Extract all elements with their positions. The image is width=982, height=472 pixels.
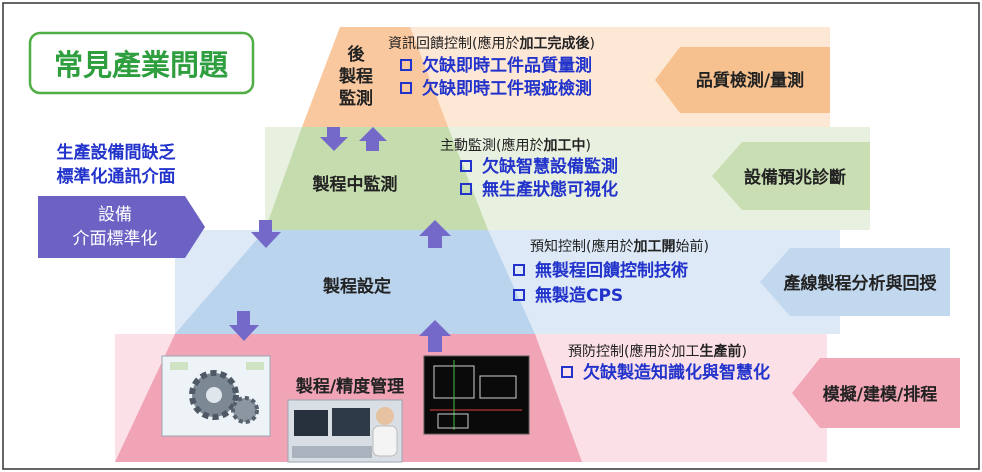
level0-header-suffix: ) bbox=[589, 36, 594, 52]
level2-header: 預知控制(應用於加工開始前) bbox=[530, 238, 709, 255]
solution-simulation-label: 模擬/建模/排程 bbox=[823, 384, 937, 405]
level1-header-suffix: ) bbox=[585, 138, 590, 154]
level2-item: 無製造CPS bbox=[535, 285, 623, 306]
title-box bbox=[28, 31, 255, 95]
checkbox-icon bbox=[460, 160, 472, 172]
pyramid-layer-3 bbox=[175, 230, 535, 334]
photo-callout bbox=[170, 362, 188, 370]
solution-arrow-quality bbox=[655, 47, 830, 113]
cad-photo-frame bbox=[423, 355, 530, 435]
arrow-down-icon bbox=[320, 127, 348, 151]
solution-diagnosis-label: 設備預兆診斷 bbox=[744, 167, 846, 188]
cad-outline bbox=[479, 375, 517, 399]
left-solution-arrow bbox=[38, 196, 205, 258]
person-body bbox=[372, 425, 398, 457]
level1-items: 欠缺智慧設備監測 無生產狀態可視化 bbox=[460, 156, 618, 200]
checkbox-icon bbox=[460, 183, 472, 195]
left-note-line1: 生產設備間缺乏 bbox=[57, 142, 176, 163]
level2-header-bold: 加工開 bbox=[632, 239, 675, 255]
solution-analysis-label: 產線製程分析與回授 bbox=[784, 273, 938, 294]
checkbox-icon bbox=[513, 289, 525, 301]
checkbox-icon bbox=[561, 366, 573, 378]
pyramid-top-layer bbox=[302, 27, 448, 127]
pyramid-layer-2 bbox=[265, 127, 488, 230]
solution-quality-label: 品質檢測/量測 bbox=[696, 70, 804, 91]
level3-header-suffix: ) bbox=[741, 344, 746, 360]
arrow-up-icon bbox=[419, 320, 451, 352]
level0-item: 欠缺即時工件品質量測 bbox=[422, 55, 592, 76]
monitor-icon bbox=[332, 408, 370, 436]
level0-label-line3: 監測 bbox=[339, 88, 373, 109]
left-note-line2: 標準化通訊介面 bbox=[57, 166, 176, 187]
cad-outline bbox=[437, 413, 469, 429]
level0-header: 資訊回饋控制(應用於加工完成後) bbox=[388, 35, 595, 52]
level0-label-line2: 製程 bbox=[338, 66, 373, 87]
checkbox-icon bbox=[400, 59, 412, 71]
left-box-line2: 介面標準化 bbox=[73, 229, 158, 249]
level0-label-line1: 後 bbox=[348, 44, 366, 65]
checkbox-icon bbox=[400, 82, 412, 94]
monitor-icon bbox=[294, 410, 328, 436]
gear-hub bbox=[206, 387, 222, 403]
solution-arrow-simulation bbox=[792, 358, 960, 428]
level2-header-prefix: 預知控制(應用於 bbox=[530, 238, 633, 255]
level0-header-prefix: 資訊回饋控制(應用於 bbox=[388, 35, 519, 52]
gear-photo bbox=[161, 355, 271, 437]
level0-items: 欠缺即時工件品質量測 欠缺即時工件瑕疵檢測 bbox=[400, 55, 592, 99]
arrow-down-icon bbox=[229, 311, 259, 341]
arrow-down-icon bbox=[251, 220, 281, 248]
desk bbox=[292, 446, 372, 458]
level3-items: 欠缺製造知識化與智慧化 bbox=[561, 362, 770, 383]
flow-arrows bbox=[229, 127, 451, 352]
level3-header: 預防控制(應用於加工生產前) bbox=[568, 343, 747, 360]
level2-header-suffix: 始前) bbox=[675, 238, 708, 255]
left-box-line1: 設備 bbox=[98, 205, 132, 225]
level2-item: 無製程回饋控制技術 bbox=[535, 260, 688, 281]
arrow-up-icon bbox=[359, 127, 387, 151]
gear-icon bbox=[231, 396, 259, 424]
level3-header-bold: 生產前 bbox=[699, 343, 741, 360]
level2-items: 無製程回饋控制技術 無製造CPS bbox=[513, 260, 688, 306]
level1-header-bold: 加工中 bbox=[542, 137, 585, 154]
level3-header-prefix: 預防控制(應用於加工 bbox=[568, 343, 699, 360]
page-title: 常見產業問題 bbox=[54, 48, 229, 82]
level2-label: 製程設定 bbox=[322, 276, 391, 297]
checkbox-icon bbox=[513, 264, 525, 276]
level3-item: 欠缺製造知識化與智慧化 bbox=[583, 362, 770, 383]
cad-drawing-photo bbox=[423, 355, 530, 435]
solution-arrow-analysis bbox=[760, 248, 950, 316]
level1-label: 製程中監測 bbox=[312, 174, 398, 195]
solution-arrow-diagnosis bbox=[712, 142, 870, 210]
level0-item: 欠缺即時工件瑕疵檢測 bbox=[422, 78, 592, 99]
arrow-up-icon bbox=[419, 220, 451, 248]
level1-item: 欠缺智慧設備監測 bbox=[482, 156, 618, 177]
level3-label: 製程/精度管理 bbox=[295, 376, 404, 397]
photo-callout bbox=[246, 362, 264, 370]
level1-header: 主動監測(應用於加工中) bbox=[440, 137, 591, 154]
level0-header-bold: 加工完成後 bbox=[518, 35, 590, 52]
level1-item: 無生產狀態可視化 bbox=[482, 179, 618, 200]
engineer-photo bbox=[287, 399, 403, 463]
level1-header-prefix: 主動監測(應用於 bbox=[440, 137, 543, 154]
person-head bbox=[376, 407, 394, 425]
